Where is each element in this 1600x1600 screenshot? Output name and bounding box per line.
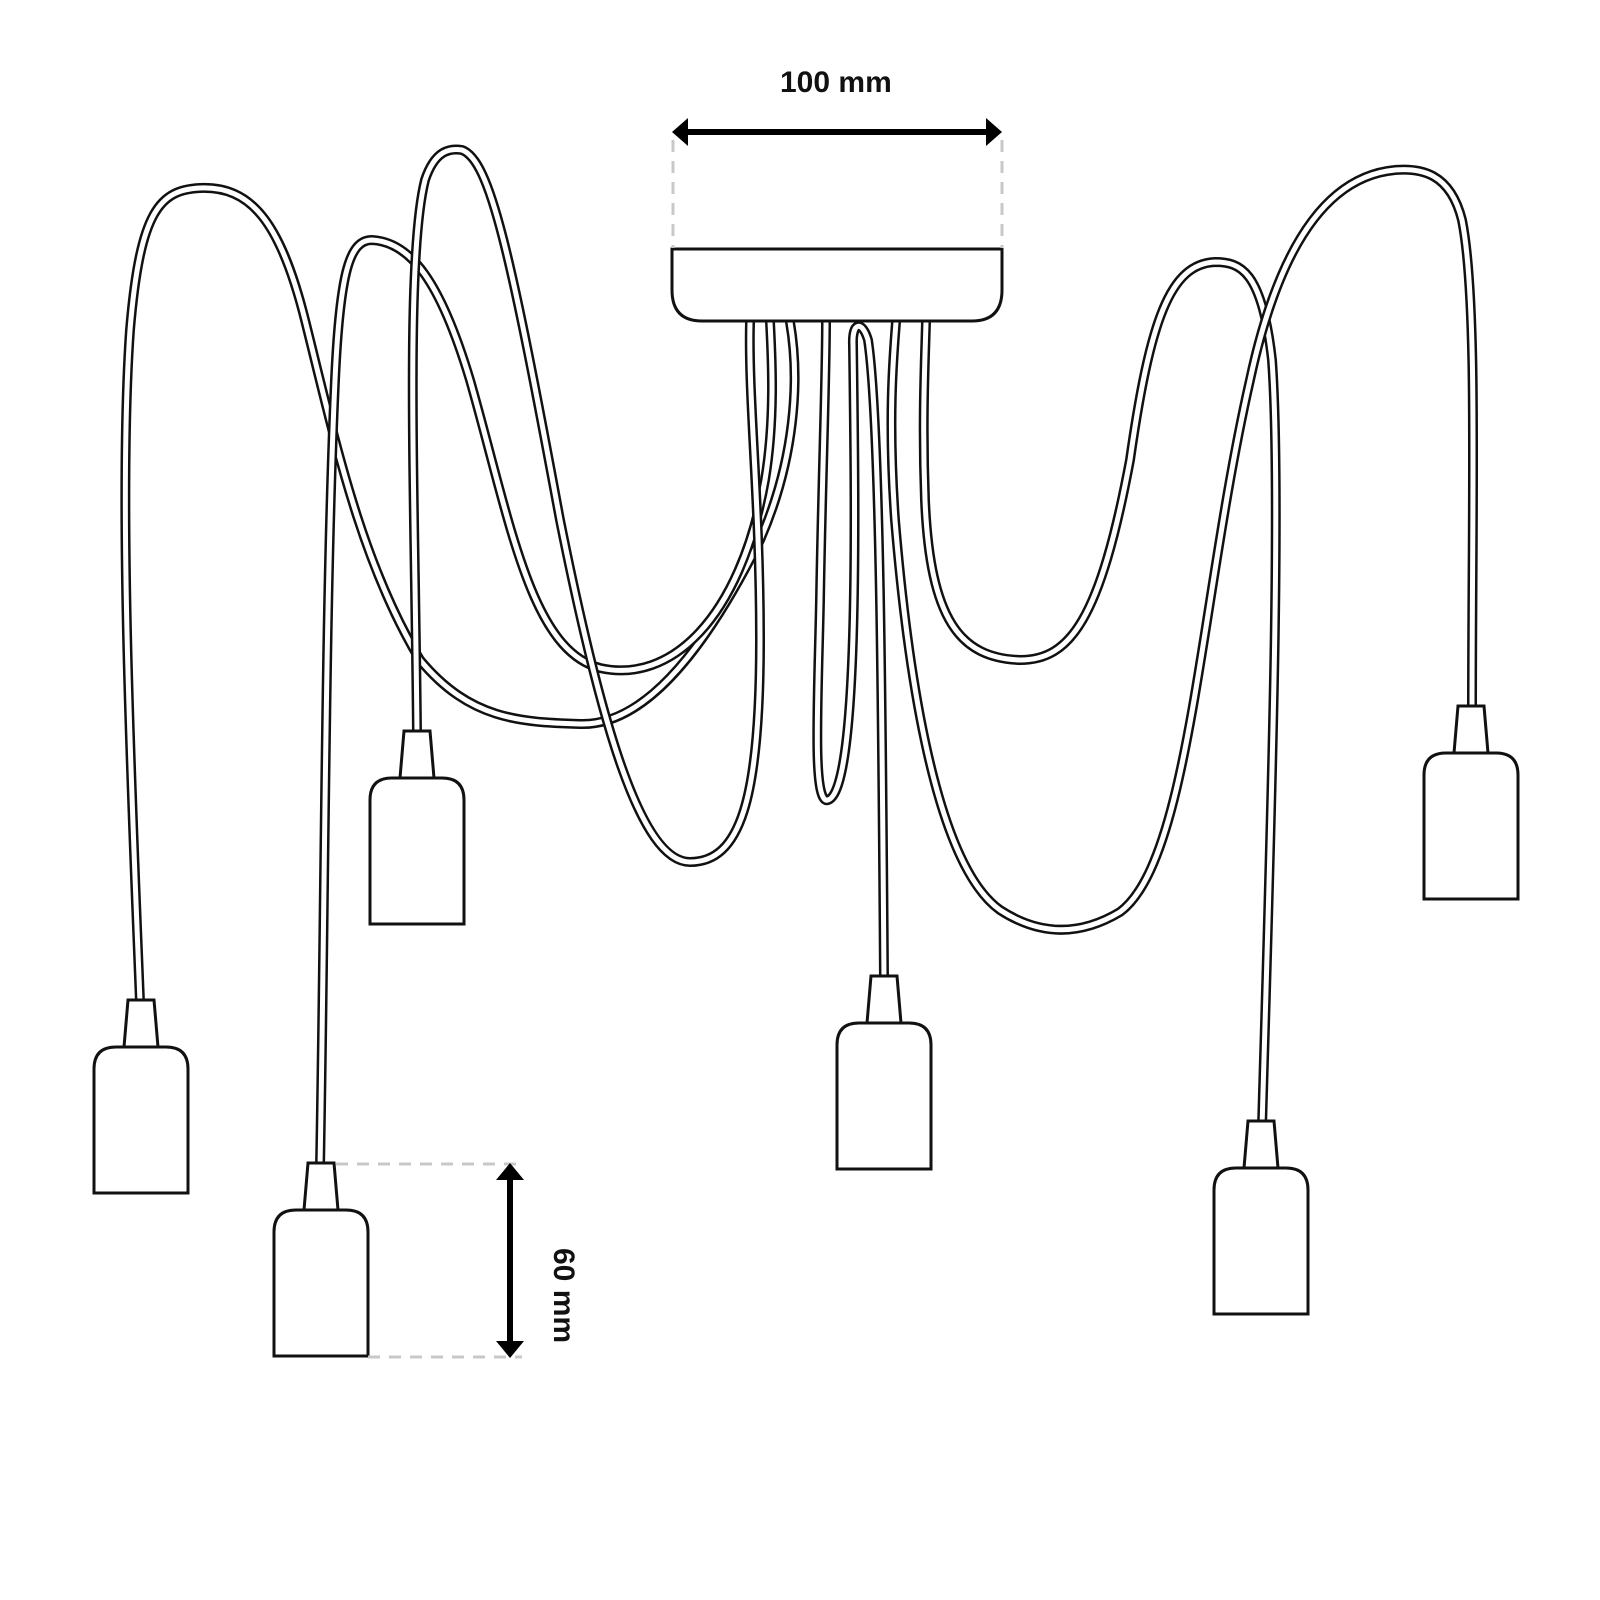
cable-2: [315, 235, 778, 1172]
holder-neck: [398, 729, 436, 780]
arrow-left-icon: [672, 118, 688, 146]
lamp-holder-6: [1422, 704, 1520, 901]
holder-height-label: 60 mm: [547, 1248, 580, 1344]
holder-body: [368, 776, 466, 926]
width-dimension: [671, 118, 1004, 248]
holder-body: [272, 1208, 370, 1358]
cable-5: [918, 257, 1281, 1132]
holder-body: [835, 1021, 933, 1171]
lamp-holder-4: [835, 974, 933, 1171]
ceiling-canopy: [670, 247, 1004, 323]
holder-neck: [865, 974, 903, 1025]
holder-body: [1422, 751, 1520, 901]
arrow-right-icon: [986, 118, 1002, 146]
lamp-holder-3: [368, 729, 466, 926]
lamp-holder-2: [272, 1161, 370, 1358]
height-dimension: [336, 1162, 524, 1359]
arrow-up-icon: [496, 1163, 524, 1180]
canopy-width-label: 100 mm: [780, 66, 892, 99]
holder-neck: [302, 1161, 340, 1212]
holder-body: [92, 1045, 190, 1195]
arrow-down-icon: [496, 1341, 524, 1358]
holder-neck: [1242, 1119, 1280, 1170]
lamp-holders: [92, 704, 1520, 1358]
lamp-holder-1: [92, 998, 190, 1195]
cable-4: [812, 317, 889, 985]
cable-6: [886, 164, 1479, 935]
lamp-holder-5: [1212, 1119, 1310, 1316]
cable-3: [407, 144, 765, 867]
holder-body: [1212, 1166, 1310, 1316]
cables: [120, 144, 1479, 1172]
holder-neck: [122, 998, 160, 1049]
holder-neck: [1452, 704, 1490, 755]
